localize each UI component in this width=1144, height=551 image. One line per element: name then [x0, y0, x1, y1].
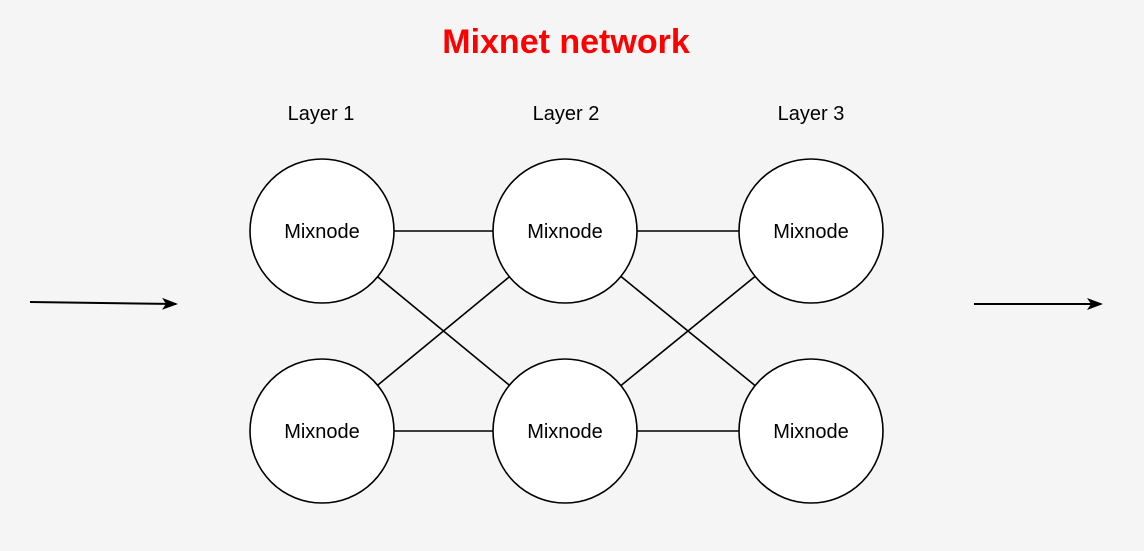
mixnode-circle	[738, 358, 884, 504]
mixnode-label: Mixnode	[284, 221, 360, 243]
mixnode-label: Mixnode	[773, 221, 849, 243]
nodes-group: MixnodeMixnodeMixnodeMixnodeMixnodeMixno…	[249, 158, 884, 504]
mixnode-label: Mixnode	[527, 221, 603, 243]
layer-label-1: Layer 1	[288, 103, 355, 125]
mixnode-n3a: Mixnode	[738, 158, 884, 304]
diagram-title: Mixnet network	[442, 23, 690, 61]
mixnode-label: Mixnode	[527, 421, 603, 443]
input-arrow	[29, 297, 178, 310]
layer-label-2: Layer 2	[533, 103, 600, 125]
mixnode-label: Mixnode	[284, 421, 360, 443]
mixnode-n3b: Mixnode	[738, 358, 884, 504]
mixnode-circle	[492, 158, 638, 304]
mixnode-circle	[249, 358, 395, 504]
mixnode-circle	[249, 158, 395, 304]
mixnode-label: Mixnode	[773, 421, 849, 443]
mixnode-n2a: Mixnode	[492, 158, 638, 304]
mixnode-circle	[738, 158, 884, 304]
mixnode-n1b: Mixnode	[249, 358, 395, 504]
mixnode-n2b: Mixnode	[492, 358, 638, 504]
edge-n2b-n3a	[620, 275, 756, 387]
mixnode-circle	[492, 358, 638, 504]
edges-group	[377, 230, 756, 432]
layer-label-3: Layer 3	[778, 103, 845, 125]
mixnode-n1a: Mixnode	[249, 158, 395, 304]
edge-n1b-n2a	[377, 276, 510, 386]
